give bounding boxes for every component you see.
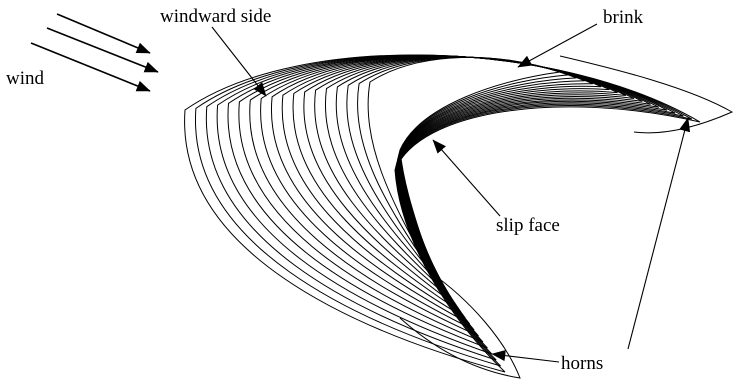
brink-arrow [517,23,598,68]
horns-arrow-bottom [491,350,560,363]
contour-line [314,56,602,301]
wind-arrow-3 [30,42,151,92]
wind-arrows [30,13,159,92]
contour-line [281,55,627,319]
wind-arrow-2 [46,27,159,73]
right-horn-outline [559,55,734,134]
windward-side-label: windward side [160,6,271,27]
dune-contours [184,54,701,373]
contour-line [324,56,594,295]
pointer-arrows [211,23,691,363]
contour-line [357,56,569,277]
slip-face-label: slip face [496,215,560,236]
contour-line [216,54,676,355]
contour-line [367,56,561,271]
windward-side-arrow [211,26,267,97]
bottom-horn-outline [399,271,521,379]
horns-label: horns [561,353,603,374]
contour-line [303,56,610,307]
horn-outlines [399,55,734,379]
slip-face-arrow [432,139,501,217]
wind-arrow-1 [56,13,151,54]
contour-line [249,55,651,337]
wind-label: wind [6,68,45,89]
brink-label: brink [603,7,644,28]
horns-arrow-right [627,117,691,350]
contour-line [346,56,577,283]
